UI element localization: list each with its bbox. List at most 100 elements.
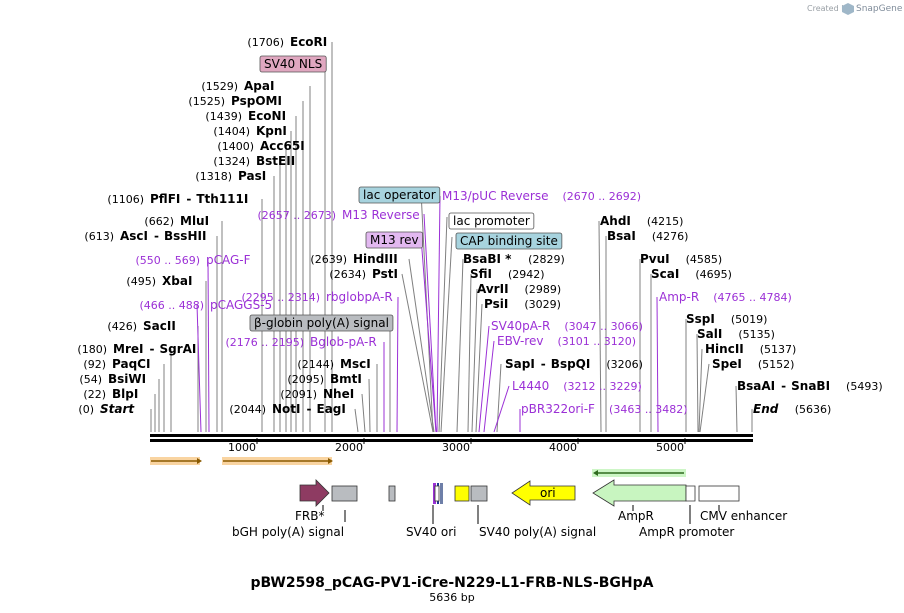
site-name[interactable]: BstEII	[256, 154, 295, 168]
site-name[interactable]: MscI	[340, 357, 371, 371]
site-name[interactable]: SpeI	[712, 357, 742, 371]
site-position: (22)	[83, 388, 106, 401]
feature-label-sv40-ori: SV40 ori	[406, 525, 457, 539]
site-name[interactable]: Acc65I	[260, 139, 305, 153]
site-name[interactable]: BsaI	[607, 229, 636, 243]
site-position: (4585)	[686, 253, 723, 266]
site-name[interactable]: NheI	[323, 387, 354, 401]
feature-box	[365, 231, 423, 249]
site-name[interactable]: AhdI	[600, 214, 631, 228]
tick-label: 4000	[549, 441, 577, 454]
site-name[interactable]: AvrII	[477, 282, 509, 296]
site-position: (2144)	[297, 358, 334, 371]
globin-polya-feature	[388, 485, 396, 502]
site-name[interactable]: SacII	[143, 319, 176, 333]
site-name[interactable]: MreI	[113, 342, 143, 356]
primer-name: pCAGGS-5	[210, 298, 272, 312]
primer-range: (2670 .. 2692)	[563, 190, 642, 203]
site-name[interactable]: PsiI	[484, 297, 508, 311]
feature-box	[259, 55, 327, 73]
site-name[interactable]: SspI	[686, 312, 715, 326]
plasmid-length: 5636 bp	[429, 591, 474, 604]
site-name[interactable]: SalI	[697, 327, 722, 341]
bgh-polya-feature	[331, 485, 358, 502]
cmv-enhancer-feature	[698, 485, 740, 502]
site-position: (4276)	[652, 230, 689, 243]
site-position: (662)	[144, 215, 174, 228]
feature-box-label: lac operator	[363, 188, 436, 202]
site-position: (1706)	[247, 36, 284, 49]
ori-inline-label: ori	[540, 486, 556, 500]
site-labels: EcoRI(1706)SV40 NLSApaI(1529)PspOMI(1525…	[77, 35, 882, 416]
site-position: (54)	[79, 373, 102, 386]
site-position: (1106)	[107, 193, 144, 206]
tick-label: 1000	[228, 441, 256, 454]
plasmid-name: pBW2598_pCAG-PV1-iCre-N229-L1-FRB-NLS-BG…	[250, 575, 653, 591]
feature-label-bgh-polya: bGH poly(A) signal	[232, 525, 344, 539]
site-name[interactable]: PstI	[372, 267, 398, 281]
primer-name: pCAG-F	[206, 253, 251, 267]
sv40-polya-feature	[470, 485, 488, 502]
site-position: (5152)	[758, 358, 795, 371]
site-separator: -	[149, 342, 154, 356]
site-name[interactable]: BmtI	[330, 372, 362, 386]
site-separator: -	[307, 402, 312, 416]
site-name[interactable]: EagI	[317, 402, 346, 416]
m13-rev-feature	[433, 483, 436, 504]
site-name[interactable]: Start	[100, 402, 135, 416]
feature-box-label: SV40 NLS	[264, 57, 322, 71]
site-position: (2634)	[329, 268, 366, 281]
snapgene-logo-icon	[842, 3, 854, 15]
site-name[interactable]: XbaI	[162, 274, 192, 288]
site-name[interactable]: PasI	[238, 169, 266, 183]
site-name[interactable]: HindIII	[353, 252, 398, 266]
site-position: (0)	[78, 403, 94, 416]
feature-label-ampr-promoter: AmpR promoter	[639, 525, 734, 539]
site-name[interactable]: EcoRI	[290, 35, 327, 49]
site-name[interactable]: BlpI	[112, 387, 138, 401]
site-position: (1529)	[201, 80, 238, 93]
site-name[interactable]: PaqCI	[112, 357, 150, 371]
site-name[interactable]: PspOMI	[231, 94, 282, 108]
backbone	[150, 434, 753, 442]
site-name[interactable]: MluI	[180, 214, 209, 228]
site-name[interactable]: BspQI	[551, 357, 591, 371]
site-name[interactable]: SnaBI	[791, 379, 830, 393]
site-name[interactable]: End	[753, 402, 779, 416]
site-name[interactable]: PflFI	[150, 192, 180, 206]
ampr-promoter-feature	[685, 485, 696, 502]
feature-label-cmv-enhancer: CMV enhancer	[700, 509, 787, 523]
feature-box	[455, 232, 563, 250]
site-name[interactable]: EcoNI	[248, 109, 286, 123]
site-name[interactable]: Tth111I	[196, 192, 248, 206]
site-name[interactable]: BssHII	[164, 229, 206, 243]
site-name[interactable]: BsaAI	[737, 379, 775, 393]
site-name[interactable]: SfiI	[470, 267, 492, 281]
primer-range: (3463 .. 3482)	[609, 403, 688, 416]
site-position: (2091)	[280, 388, 317, 401]
site-name[interactable]: BsiWI	[108, 372, 146, 386]
site-name[interactable]: ApaI	[244, 79, 274, 93]
site-name[interactable]: BsaBI *	[463, 252, 512, 266]
feature-label-frb: FRB*	[295, 509, 324, 523]
site-position: (2942)	[508, 268, 545, 281]
feature-box-label: CAP binding site	[460, 234, 558, 248]
site-name[interactable]: PvuI	[640, 252, 670, 266]
site-position: (613)	[84, 230, 114, 243]
site-name[interactable]: SapI	[505, 357, 535, 371]
primer-name: Amp-R	[659, 290, 699, 304]
site-position: (5019)	[731, 313, 768, 326]
site-name[interactable]: ScaI	[651, 267, 679, 281]
feature-label-ampr: AmpR	[618, 509, 654, 523]
ori-feature	[511, 480, 576, 506]
site-name[interactable]: KpnI	[256, 124, 287, 138]
feature-box	[448, 212, 535, 230]
credit-brand: SnapGene	[856, 4, 903, 14]
site-position: (2829)	[528, 253, 565, 266]
site-name[interactable]: SgrAI	[159, 342, 196, 356]
site-name[interactable]: HincII	[705, 342, 744, 356]
primer-range: (3101 .. 3120)	[557, 335, 636, 348]
site-name[interactable]: NotI	[272, 402, 301, 416]
site-name[interactable]: AscI	[120, 229, 148, 243]
site-position: (426)	[107, 320, 137, 333]
